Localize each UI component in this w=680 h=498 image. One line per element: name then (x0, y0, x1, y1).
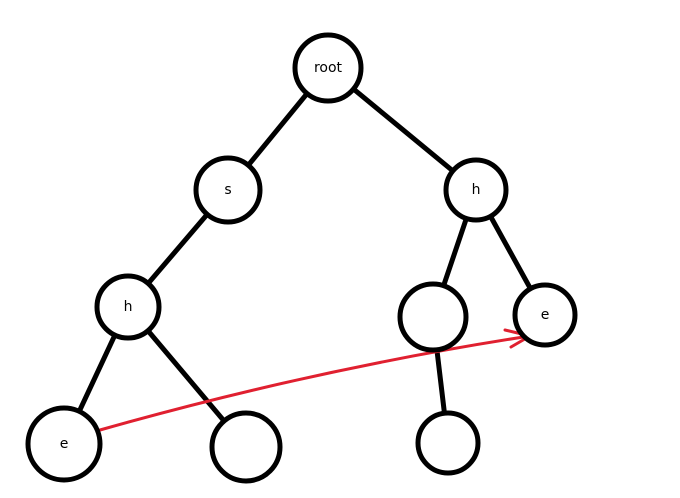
node-label-e-right: e (541, 307, 550, 323)
node-circle-s (193, 155, 263, 225)
node-e-left: e (25, 405, 103, 483)
node-circle-empty-right-bottom (415, 410, 481, 476)
node-s: s (193, 155, 263, 225)
node-circle-h-right (443, 157, 509, 223)
node-empty-right-bottom (415, 410, 481, 476)
node-circle-root (292, 32, 364, 104)
node-label-root: root (314, 60, 343, 76)
node-label-h-right: h (472, 182, 481, 198)
node-root: root (292, 32, 364, 104)
node-circle-e-left (25, 405, 103, 483)
node-circle-e-right (512, 282, 578, 348)
node-empty-right-mid (397, 281, 469, 353)
node-label-e-left: e (60, 436, 69, 452)
node-e-right: e (512, 282, 578, 348)
node-h-right: h (443, 157, 509, 223)
pointer-line (98, 334, 532, 432)
node-circle-h-left (94, 273, 162, 341)
tree-nodes: root s h h e e (25, 32, 578, 484)
node-h-left: h (94, 273, 162, 341)
tree-edges (61, 65, 548, 450)
pointer-layer (98, 328, 532, 432)
node-empty-left-bottom (209, 410, 283, 484)
node-label-s: s (224, 182, 231, 198)
node-label-h-left: h (124, 299, 133, 315)
node-circle-empty-left-bottom (209, 410, 283, 484)
node-circle-empty-right-mid (397, 281, 469, 353)
